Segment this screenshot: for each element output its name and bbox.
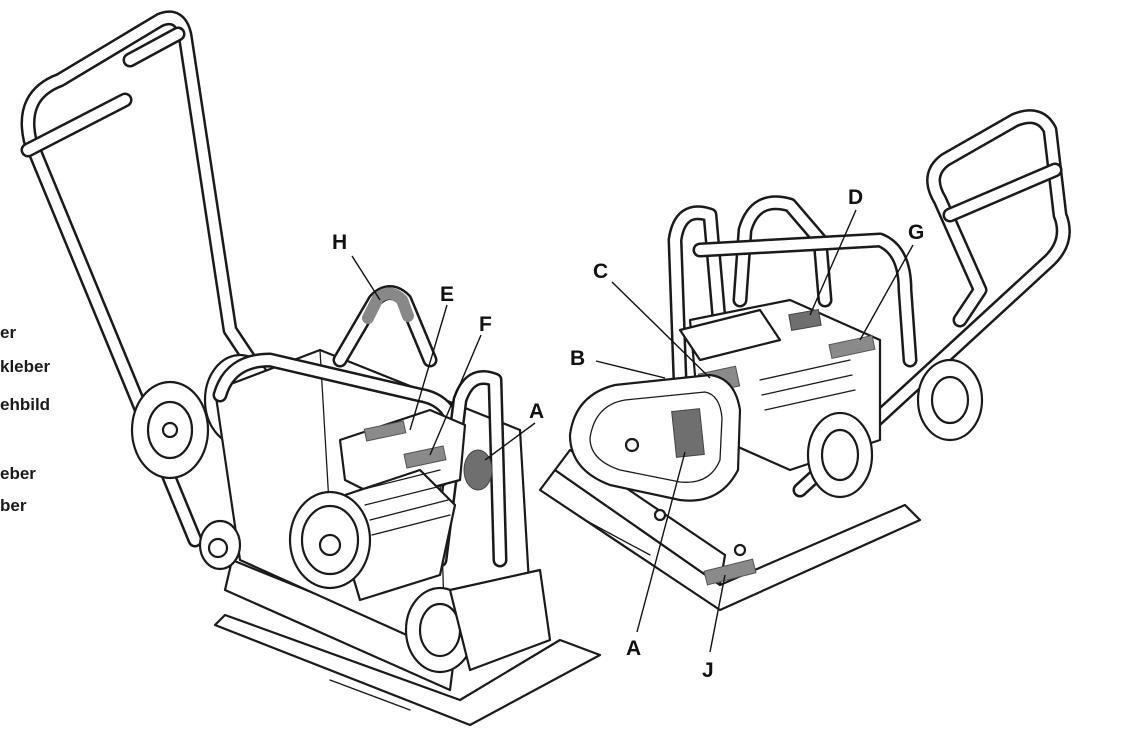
bolt bbox=[653, 508, 667, 522]
decal-d bbox=[788, 308, 822, 332]
decal-h-grip bbox=[362, 287, 414, 324]
left-electric-motor bbox=[288, 468, 457, 602]
callout-d: D bbox=[848, 186, 863, 209]
callout-g: G bbox=[908, 221, 924, 244]
left-plate-compactor bbox=[20, 10, 602, 727]
legend-fragment-2: kleber bbox=[0, 357, 51, 376]
leader-f bbox=[429, 334, 482, 456]
leader-g bbox=[859, 244, 914, 341]
callout-c: C bbox=[593, 260, 608, 283]
decal-a-right bbox=[671, 408, 705, 458]
legend-fragment-1: er bbox=[0, 323, 17, 342]
leader-d bbox=[809, 209, 857, 316]
callout-h: H bbox=[332, 231, 347, 254]
leader-c bbox=[611, 281, 711, 379]
left-exciter bbox=[404, 568, 552, 674]
right-base-plate bbox=[538, 448, 922, 612]
callout-f: F bbox=[479, 313, 492, 336]
callout-e: E bbox=[440, 283, 454, 306]
leader-j bbox=[709, 574, 726, 653]
leader-a-left bbox=[484, 422, 536, 461]
leader-a-right bbox=[636, 451, 686, 633]
callout-j: J bbox=[702, 659, 714, 682]
right-transport-wheel bbox=[806, 358, 984, 499]
bolt bbox=[733, 543, 747, 557]
leader-b bbox=[595, 360, 666, 379]
left-pulley bbox=[198, 519, 242, 571]
callout-a-right: A bbox=[626, 637, 641, 660]
left-control-box bbox=[338, 408, 467, 502]
legend-fragment-4: eber bbox=[0, 464, 36, 483]
callout-b: B bbox=[570, 347, 585, 370]
decal-e bbox=[363, 420, 407, 442]
legend-fragment-3: ehbild bbox=[0, 395, 51, 414]
decal-j bbox=[703, 558, 757, 586]
decal-a-left bbox=[463, 449, 493, 491]
callout-a-left: A bbox=[529, 400, 544, 423]
right-plate-compactor bbox=[538, 109, 1071, 612]
right-roll-cage bbox=[667, 195, 918, 388]
right-belt-guard bbox=[568, 373, 742, 502]
decal-g bbox=[828, 334, 876, 360]
decal-f bbox=[403, 445, 447, 469]
legend-fragment-5: ber bbox=[0, 496, 27, 515]
leader-lines bbox=[351, 209, 914, 653]
left-handle bbox=[20, 10, 258, 548]
right-handle bbox=[792, 109, 1071, 498]
leader-h bbox=[351, 255, 381, 301]
leader-e bbox=[409, 304, 448, 431]
